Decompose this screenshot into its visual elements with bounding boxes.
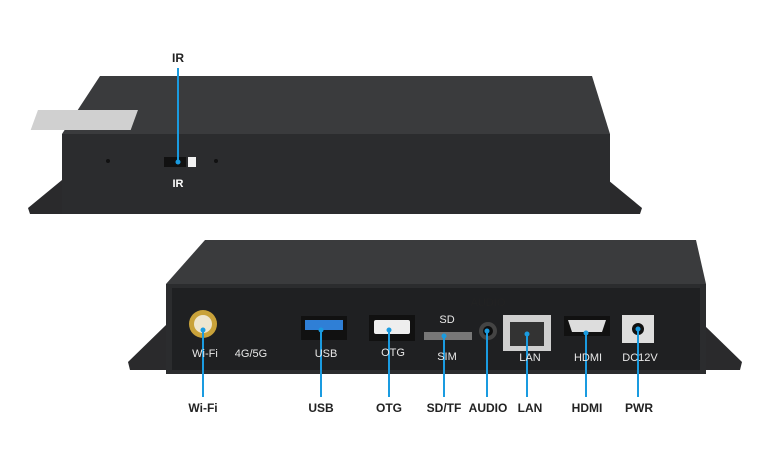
silk-usb: USB: [314, 348, 338, 360]
callout-dots: [200, 326, 641, 339]
callout-lines: [202, 329, 639, 397]
silk-sd: SD: [439, 314, 455, 326]
silk-audio: AUDIO: [470, 297, 506, 309]
ir-window: [164, 157, 186, 167]
top-device-front-face: [62, 134, 610, 214]
callout-audio: AUDIO: [468, 401, 508, 415]
top-device-screw: [214, 159, 218, 163]
ir-callout-dot: [175, 159, 181, 165]
silk-4g5g: 4G/5G: [234, 348, 268, 360]
callout-lan: LAN: [517, 401, 543, 415]
silk-sim: SIM: [437, 351, 457, 363]
silk-lan: LAN: [519, 352, 541, 364]
top-device-left-flange: [28, 180, 62, 214]
sd-slot: [424, 332, 472, 340]
ir-callout-label: IR: [172, 51, 184, 65]
callout-sdtf: SD/TF: [426, 401, 462, 415]
ir-led: [188, 157, 196, 167]
top-device-top-face: [62, 76, 610, 134]
callout-hdmi: HDMI: [571, 401, 603, 415]
silk-wifi: Wi-Fi: [192, 348, 218, 360]
callout-usb: USB: [308, 401, 334, 415]
callout-pwr: PWR: [625, 401, 653, 415]
top-device-screw: [106, 159, 110, 163]
callout-wifi: Wi-Fi: [188, 401, 218, 415]
callout-otg: OTG: [376, 401, 402, 415]
rear-device-left-flange: [128, 325, 166, 370]
rear-device-right-flange: [704, 325, 742, 370]
silk-dc12v: DC12V: [622, 352, 658, 364]
top-device-sticker: [30, 110, 138, 130]
silk-hdmi: HDMI: [573, 352, 603, 364]
silk-otg: OTG: [381, 347, 405, 359]
rear-device-top-face: [166, 240, 706, 284]
top-device-right-flange: [608, 180, 642, 214]
ir-device-label: IR: [172, 178, 184, 190]
